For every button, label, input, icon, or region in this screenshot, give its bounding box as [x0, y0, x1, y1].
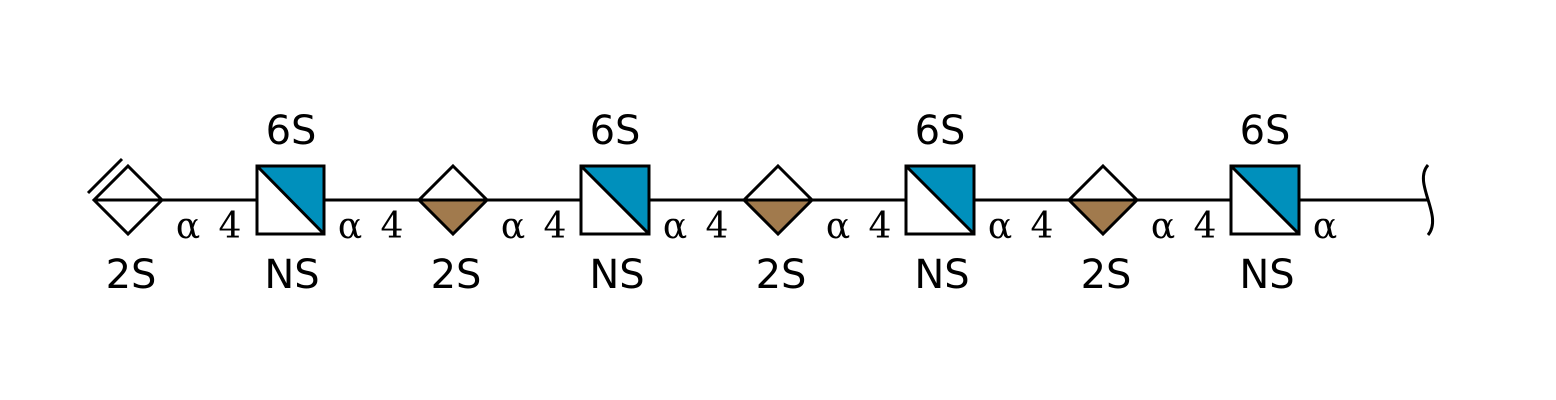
- linkage-position-label: 4: [381, 206, 404, 247]
- substituent-label: 6S: [590, 108, 641, 154]
- linkage-labels: α 4 α 4 α 4 α 4 α 4 α 4 α 4 α: [176, 206, 1337, 247]
- substituent-label: NS: [264, 252, 319, 298]
- substituent-label: NS: [589, 252, 644, 298]
- glucosamine-residue: [579, 164, 651, 236]
- linkage-anomer-label: α: [338, 206, 362, 247]
- linkage-position-label: 4: [1194, 206, 1217, 247]
- reducing-end-squiggle: [1421, 164, 1435, 236]
- glucosamine-residue: [1229, 164, 1301, 236]
- linkage-position-label: 4: [544, 206, 567, 247]
- idoa-fill: [1069, 200, 1137, 234]
- substituent-label: 2S: [106, 252, 157, 298]
- linkage-position-label: 4: [869, 206, 892, 247]
- reducing-end-anomer-label: α: [1313, 206, 1337, 247]
- glucosamine-residue: [904, 164, 976, 236]
- linkage-anomer-label: α: [826, 206, 850, 247]
- linkage-anomer-label: α: [176, 206, 200, 247]
- linkage-anomer-label: α: [501, 206, 525, 247]
- linkage-position-label: 4: [219, 206, 242, 247]
- linkage-anomer-label: α: [988, 206, 1012, 247]
- glucosamine-residue: [255, 164, 326, 236]
- iduronic-acid-residue: [416, 163, 490, 237]
- linkage-anomer-label: α: [1151, 206, 1175, 247]
- linkage-position-label: 4: [1031, 206, 1054, 247]
- linkage-anomer-label: α: [663, 206, 687, 247]
- substituent-label: NS: [914, 252, 969, 298]
- substituent-labels: 2S 6S NS 2S 6S NS 2S 6S NS 2S 6S NS: [106, 108, 1295, 298]
- linkage-position-label: 4: [706, 206, 729, 247]
- iduronic-acid-residue: [1066, 163, 1140, 237]
- unsaturated-iduronic-acid-residue: [86, 157, 165, 237]
- iduronic-acid-residue: [741, 163, 815, 237]
- substituent-label: 6S: [266, 108, 317, 154]
- substituent-label: 6S: [1240, 108, 1291, 154]
- substituent-label: 6S: [915, 108, 966, 154]
- substituent-label: NS: [1239, 252, 1294, 298]
- substituent-label: 2S: [1081, 252, 1132, 298]
- substituent-label: 2S: [756, 252, 807, 298]
- idoa-fill: [744, 200, 812, 234]
- idoa-fill: [419, 200, 487, 234]
- substituent-label: 2S: [431, 252, 482, 298]
